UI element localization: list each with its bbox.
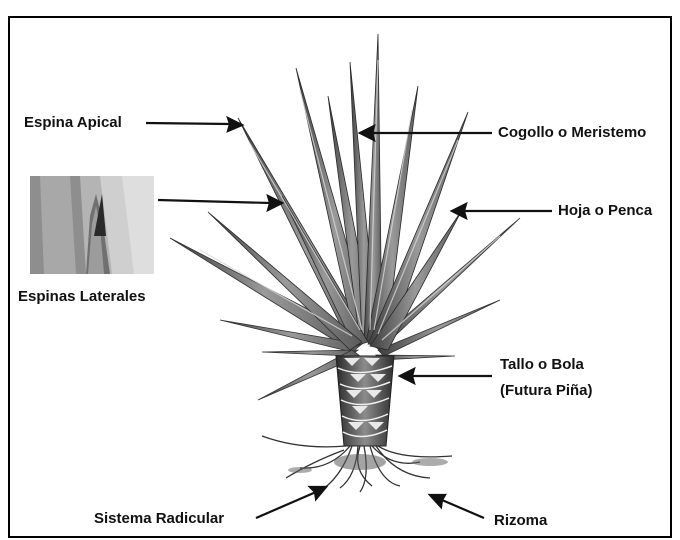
stem-bola [336,356,394,446]
label-tallo-line2: (Futura Piña) [500,382,593,400]
arrow-sistema-radicular [256,492,316,518]
label-espina-apical: Espina Apical [24,114,122,132]
label-hoja: Hoja o Penca [558,202,652,220]
label-tallo-line1: Tallo o Bola [500,356,584,374]
label-espinas-laterales: Espinas Laterales [18,288,146,306]
arrow-espina-apical [146,123,230,124]
label-rizoma: Rizoma [494,512,547,530]
label-cogollo: Cogollo o Meristemo [498,124,646,142]
arrow-rizoma [442,500,484,518]
arrow-espinas-laterales [158,200,270,203]
label-sistema-radicular: Sistema Radicular [94,510,224,528]
lateral-spines-inset [30,176,154,274]
